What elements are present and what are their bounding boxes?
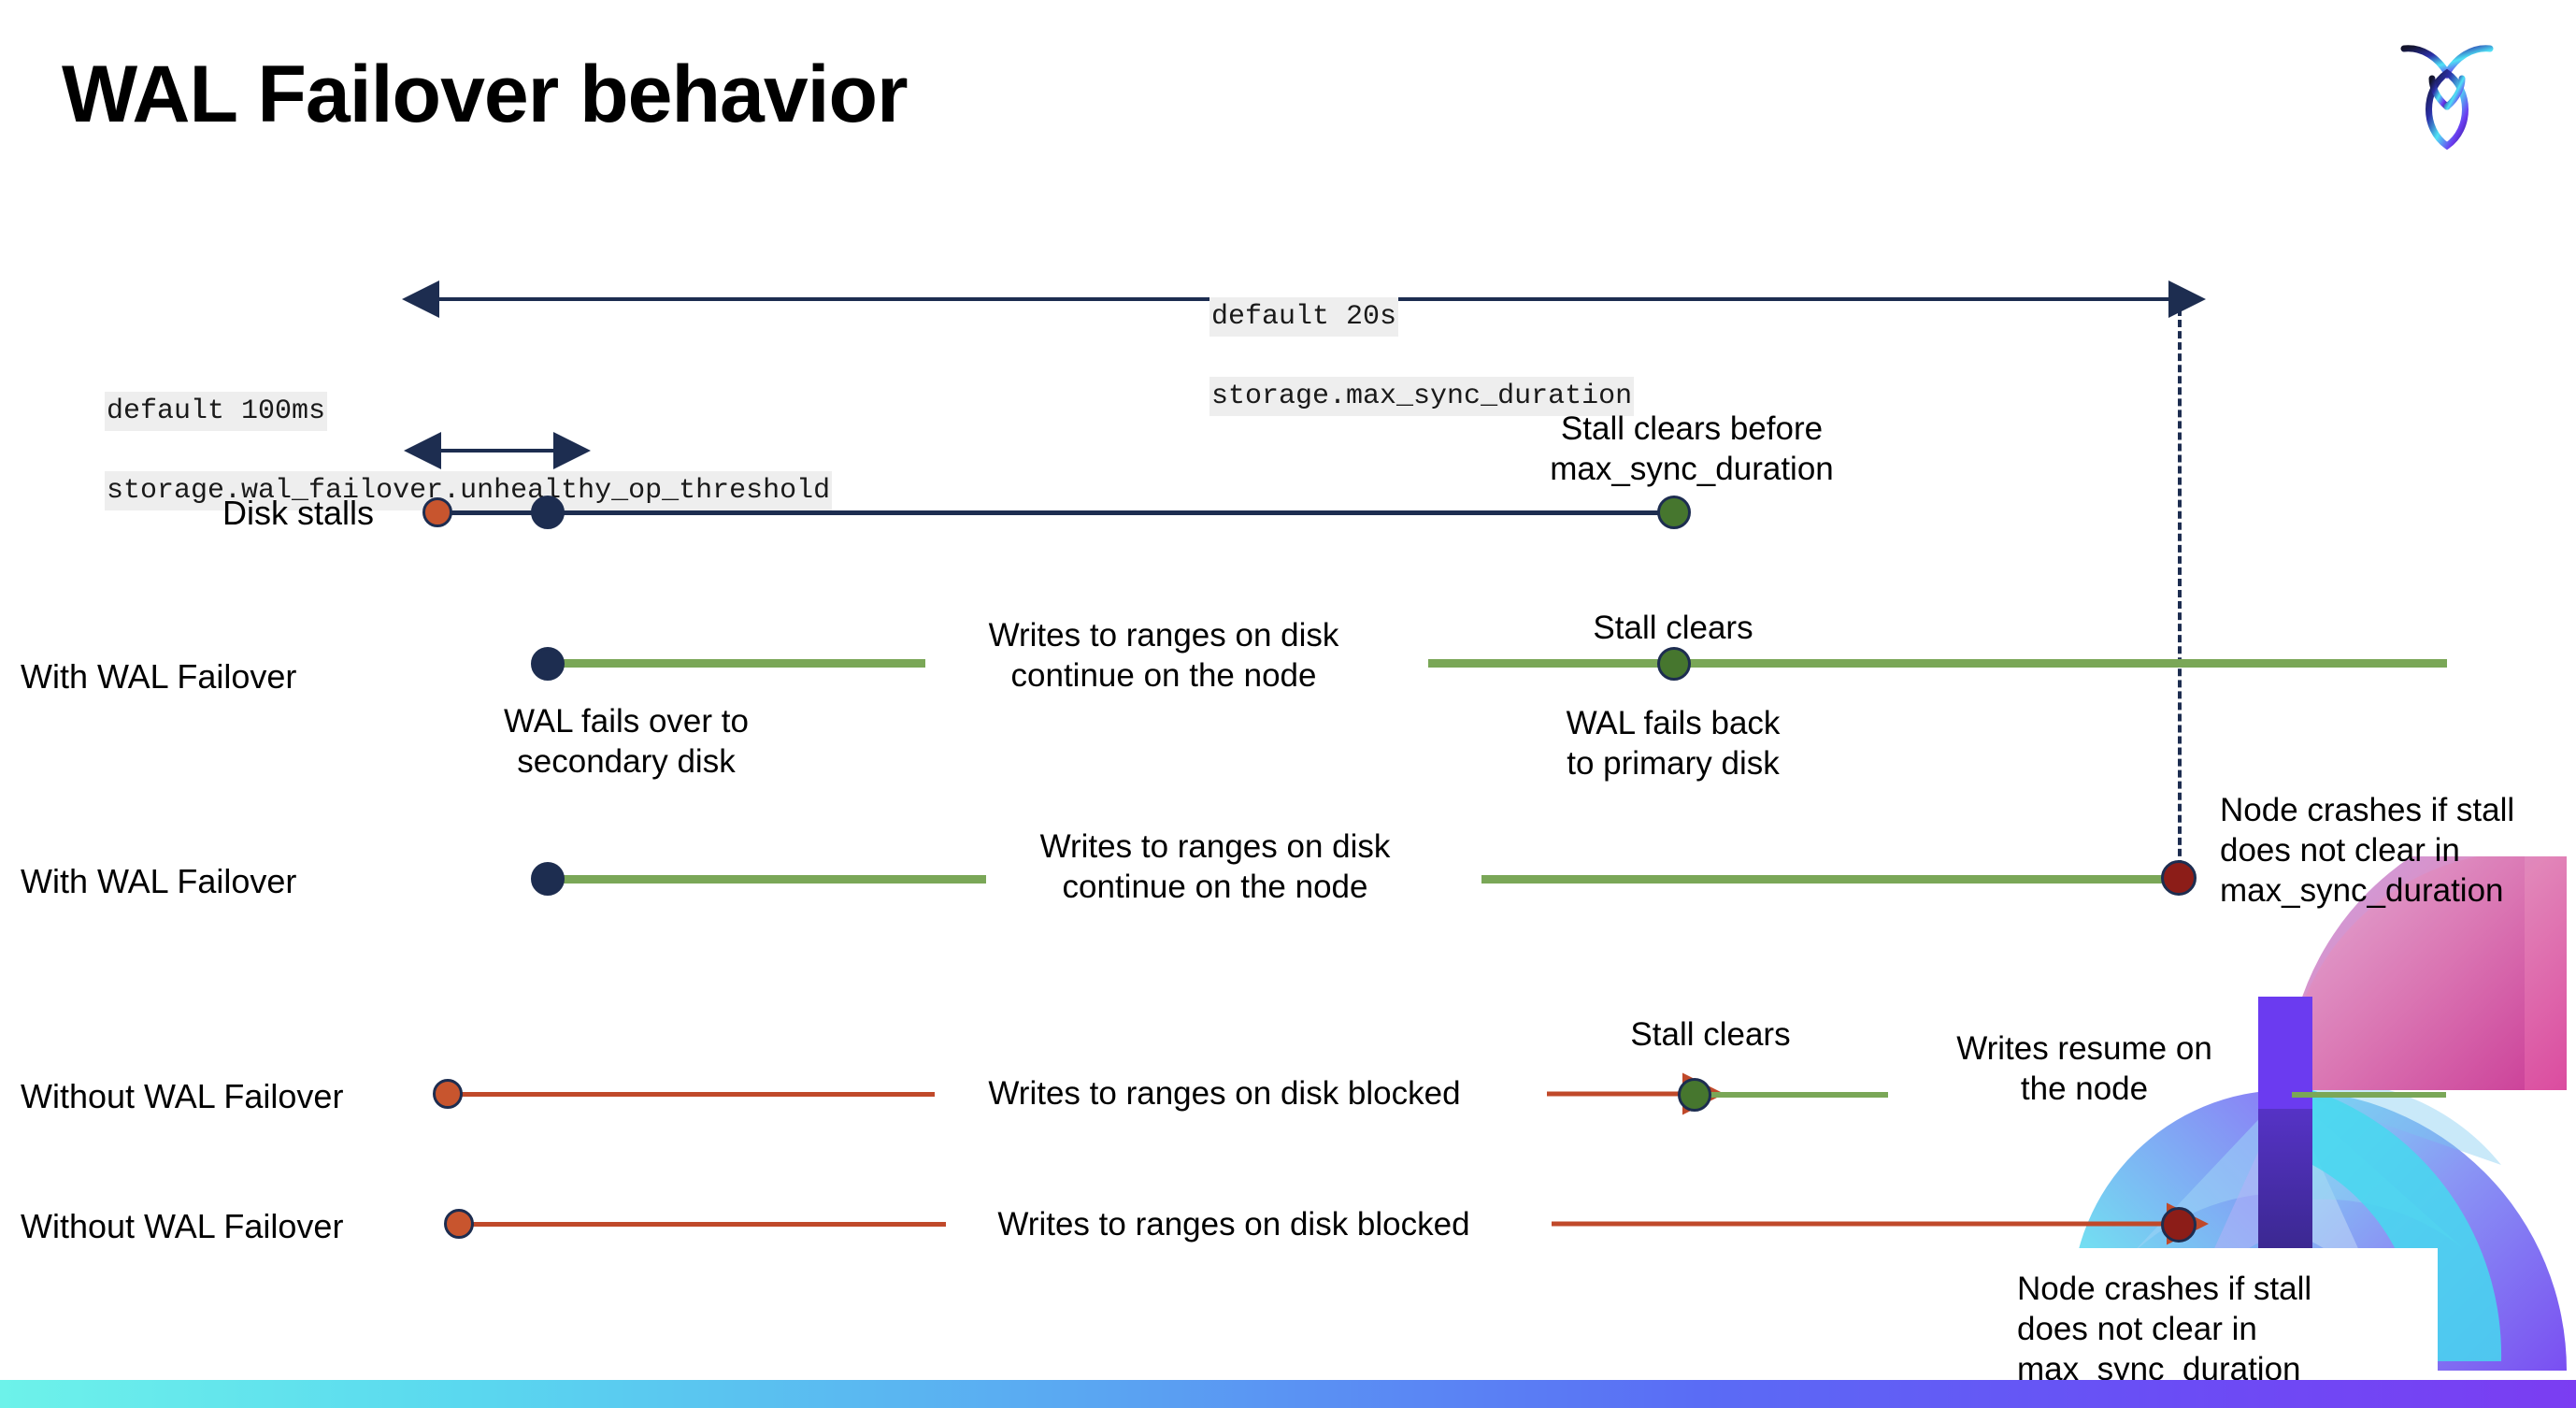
row2-stall-clears-dot <box>1657 647 1691 681</box>
max-sync-default-label: default 20s <box>1209 296 1399 338</box>
row3-note-node-crashes: Node crashes if stall does not clear in … <box>2220 792 2515 910</box>
row2-note-wal-fails-back: WAL fails back to primary disk <box>1566 705 1781 783</box>
row1-threshold-dot <box>531 496 565 529</box>
max-sync-duration-dashed-guide <box>2178 309 2182 879</box>
row4-note-writes-blocked: Writes to ranges on disk blocked <box>988 1075 1461 1112</box>
row4-timeline-segment-orange <box>458 1092 935 1097</box>
unhealthy-op-threshold-annotation: default 100ms storage.wal_failover.unhea… <box>37 352 833 551</box>
row5-writes-blocked-dot <box>444 1209 474 1239</box>
row4-stall-clears-dot <box>1678 1078 1711 1112</box>
row3-failover-dot <box>531 862 565 896</box>
page-title: WAL Failover behavior <box>62 50 909 139</box>
row2-note-wal-fails-over: WAL fails over to secondary disk <box>504 703 749 781</box>
row5-note-node-crashes: Node crashes if stall does not clear in … <box>2017 1271 2312 1388</box>
row5-note-callout-box <box>1970 1248 2438 1398</box>
row2-note-stall-clears: Stall clears <box>1593 610 1753 646</box>
row-label-without-wal-failover-1: Without WAL Failover <box>21 1077 344 1115</box>
row2-note-writes-continue: Writes to ranges on disk continue on the… <box>988 617 1339 695</box>
unhealthy-setting-label: storage.wal_failover.unhealthy_op_thresh… <box>105 470 833 511</box>
row-label-with-wal-failover-2: With WAL Failover <box>21 862 297 900</box>
row-label-disk-stalls: Disk stalls <box>222 494 375 532</box>
row4-note-stall-clears: Stall clears <box>1630 1016 1791 1053</box>
row5-timeline-segment-orange <box>469 1222 946 1227</box>
row3-timeline-segment-left <box>547 875 986 884</box>
row-label-with-wal-failover-1: With WAL Failover <box>21 657 297 696</box>
row1-timeline-segment <box>447 510 1673 515</box>
bottom-gradient-bar <box>0 1380 2576 1408</box>
row3-timeline-segment-right <box>1481 875 2178 884</box>
cockroachdb-logo <box>2400 45 2494 151</box>
row1-stall-start-dot <box>422 497 452 527</box>
row4-note-writes-resume: Writes resume on the node <box>1956 1030 2212 1108</box>
row3-node-crash-dot <box>2161 860 2197 896</box>
row2-timeline-segment-right <box>1428 659 2447 668</box>
max-sync-setting-label: storage.max_sync_duration <box>1209 376 1635 417</box>
max-sync-duration-annotation: default 20s storage.max_sync_duration <box>1142 257 1635 456</box>
row-label-without-wal-failover-2: Without WAL Failover <box>21 1207 344 1245</box>
row5-node-crash-dot <box>2161 1207 2197 1243</box>
row4-timeline-segment-green-far <box>2292 1092 2446 1098</box>
row2-failover-dot <box>531 647 565 681</box>
row5-note-writes-blocked: Writes to ranges on disk blocked <box>997 1206 1470 1243</box>
row4-timeline-segment-green <box>1696 1092 1888 1098</box>
row1-stall-clears-dot <box>1657 496 1691 529</box>
row3-note-writes-continue: Writes to ranges on disk continue on the… <box>1039 828 1391 906</box>
unhealthy-default-label: default 100ms <box>105 391 328 432</box>
row1-note-stall-clears-before: Stall clears before max_sync_duration <box>1550 410 1834 488</box>
row4-writes-blocked-dot <box>433 1079 463 1109</box>
row2-timeline-segment-left <box>547 659 925 668</box>
